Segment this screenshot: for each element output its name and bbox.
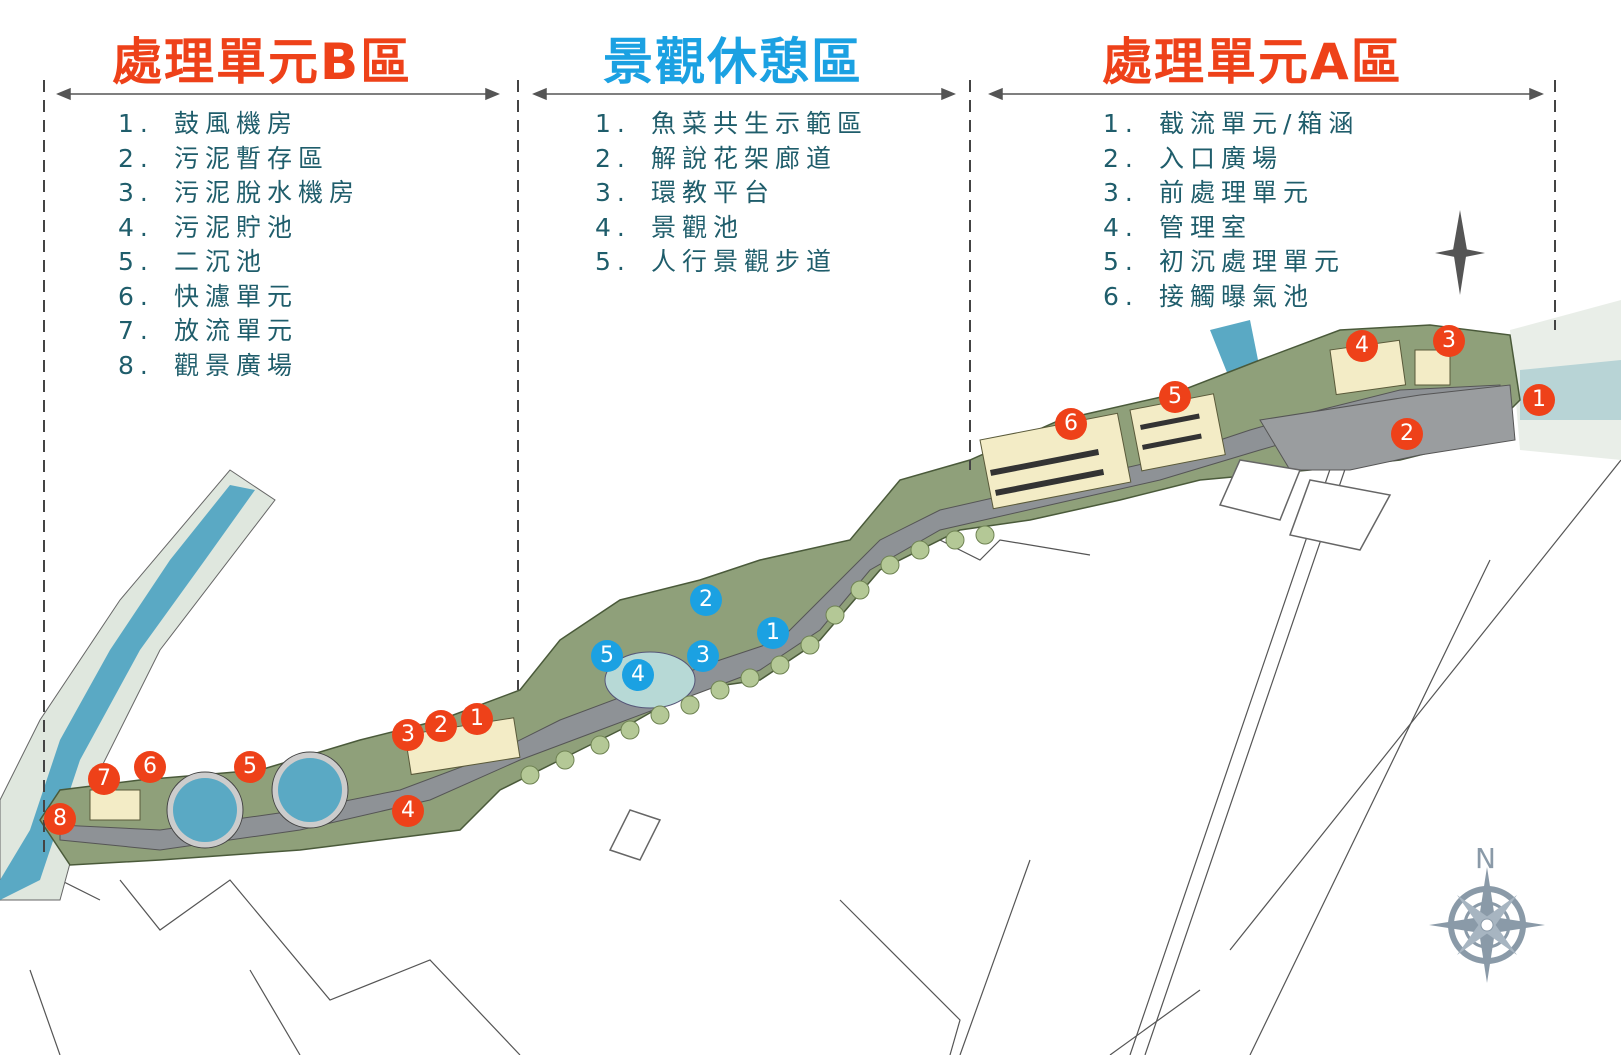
marker-a-3: 3 (1433, 325, 1465, 357)
list-item: 1.截流單元/箱涵 (1103, 109, 1360, 138)
list-item: 3.污泥脫水機房 (118, 178, 361, 207)
marker-b-2: 2 (425, 710, 457, 742)
clarifiers (166, 751, 349, 849)
marker-b-8: 8 (44, 803, 76, 835)
marker-a-5: 5 (1159, 381, 1191, 413)
zone-a-buildings (979, 339, 1451, 510)
list-item: 4.景觀池 (595, 212, 745, 242)
small-north-arrow-icon (1435, 210, 1485, 295)
trees (520, 525, 995, 785)
zone-a-tanks (990, 413, 1202, 496)
marker-l-5: 5 (591, 640, 623, 672)
marker-l-3: 3 (687, 640, 719, 672)
marker-b-4: 4 (392, 795, 424, 827)
list-item: 2.解說花架廊道 (595, 143, 838, 173)
list-item: 5.二沉池 (118, 247, 268, 276)
site-area (39, 324, 1521, 866)
list-item: 5.人行景觀步道 (595, 247, 838, 276)
compass-north-label: N (1475, 842, 1496, 875)
marker-l-4: 4 (622, 659, 654, 691)
list-item: 4.污泥貯池 (118, 212, 299, 242)
marker-a-6: 6 (1055, 408, 1087, 440)
marker-b-5: 5 (234, 751, 266, 783)
list-item: 5.初沉處理單元 (1103, 247, 1346, 276)
landscape-zone-list: 1.魚菜共生示範區 2.解說花架廊道 3.環教平台 4.景觀池 5.人行景觀步道 (595, 107, 868, 280)
list-item: 6.接觸曝氣池 (1103, 281, 1315, 311)
list-item: 3.環教平台 (595, 178, 776, 207)
list-item: 4.管理室 (1103, 212, 1253, 242)
list-item: 1.鼓風機房 (118, 109, 299, 138)
compass-rose-icon (1429, 867, 1545, 983)
hatched-areas (608, 459, 1392, 861)
marker-a-2: 2 (1391, 418, 1423, 450)
marker-a-4: 4 (1346, 330, 1378, 362)
zone-a-title: 處理單元A區 (1102, 33, 1403, 91)
list-item: 2.入口廣場 (1103, 143, 1284, 173)
marker-b-1: 1 (461, 703, 493, 735)
marker-b-7: 7 (88, 763, 120, 795)
zone-b-list: 1.鼓風機房 2.污泥暫存區 3.污泥脫水機房 4.污泥貯池 5.二沉池 6.快… (118, 107, 360, 383)
list-item: 3.前處理單元 (1103, 178, 1315, 207)
marker-a-1: 1 (1523, 384, 1555, 416)
list-item: 2.污泥暫存區 (118, 143, 330, 173)
list-item: 6.快濾單元 (118, 281, 299, 311)
marker-l-1: 1 (757, 617, 789, 649)
marker-b-6: 6 (134, 751, 166, 783)
landscape-zone-title: 景觀休憩區 (603, 33, 863, 91)
list-item: 8.觀景廣場 (118, 350, 299, 380)
zone-span-arrows (56, 87, 1544, 101)
right-stream-bank (1510, 300, 1621, 460)
marker-b-3: 3 (392, 719, 424, 751)
zone-dividers (43, 80, 1556, 860)
marker-l-2: 2 (690, 584, 722, 616)
zone-a-list: 1.截流單元/箱涵 2.入口廣場 3.前處理單元 4.管理室 5.初沉處理單元 … (1103, 107, 1359, 314)
list-item: 1.魚菜共生示範區 (595, 109, 869, 138)
zone-b-title: 處理單元B區 (112, 33, 413, 91)
list-item: 7.放流單元 (118, 316, 299, 345)
